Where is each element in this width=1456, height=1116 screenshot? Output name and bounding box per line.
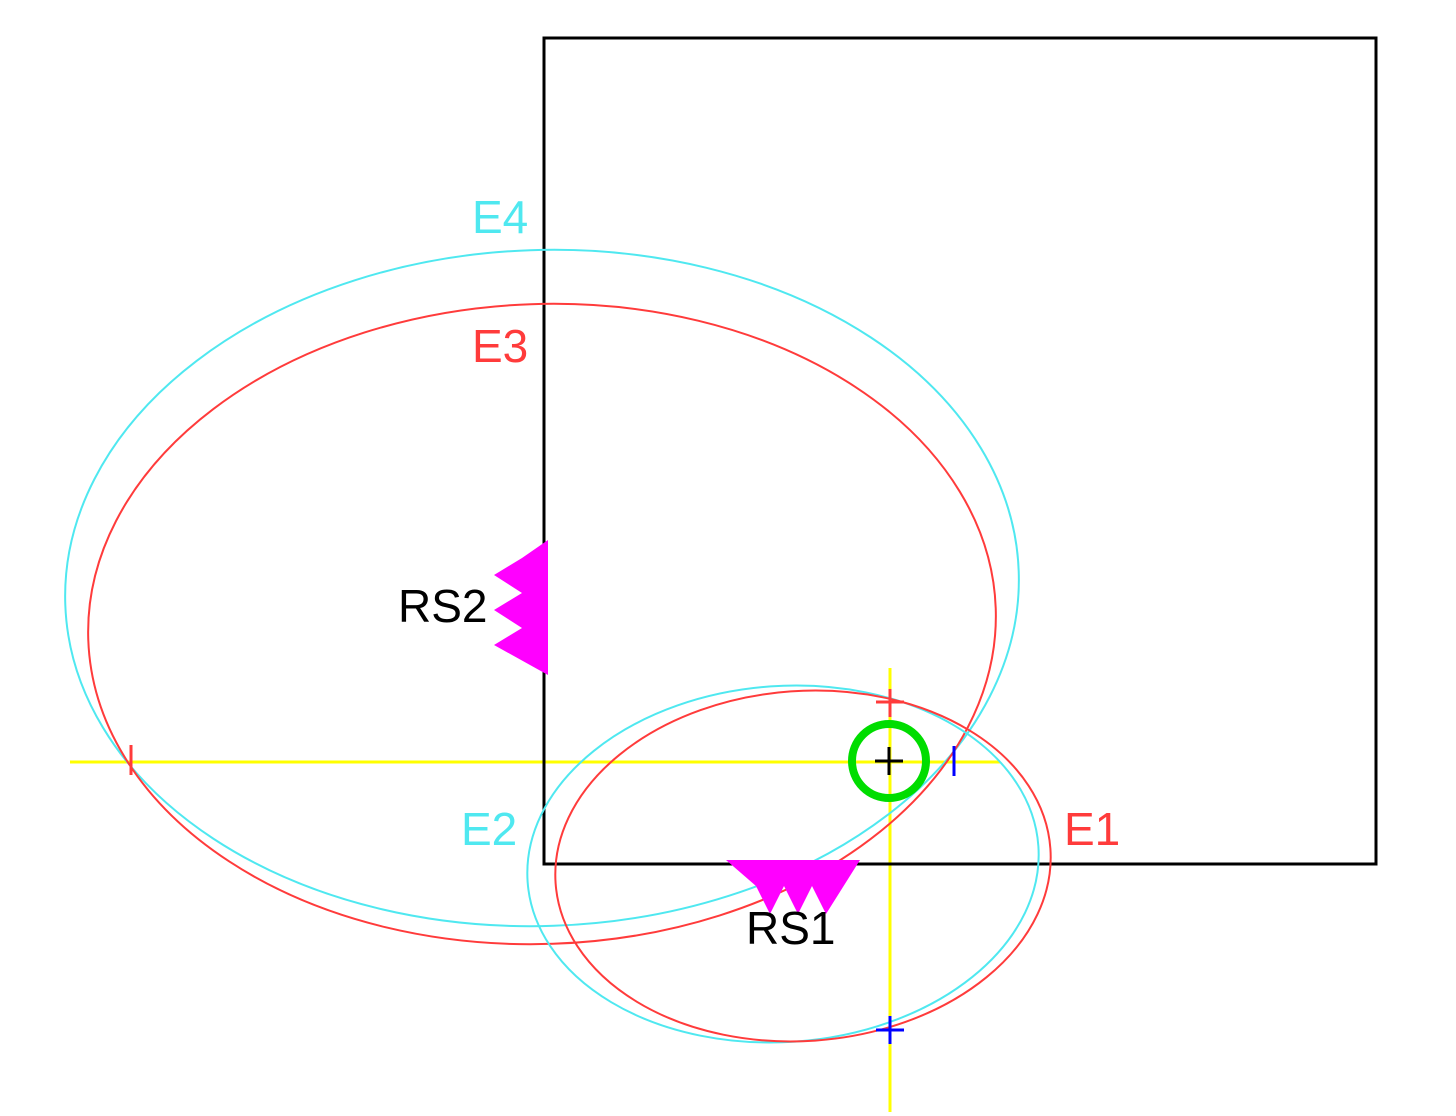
label-e1: E1 xyxy=(1064,803,1120,855)
label-rs1: RS1 xyxy=(746,902,835,954)
target-crosshair xyxy=(875,747,903,775)
red-cross-marker xyxy=(876,689,904,717)
rs1-symbol xyxy=(726,860,860,914)
label-e3: E3 xyxy=(472,320,528,372)
blue-cross-marker xyxy=(876,1016,904,1044)
label-rs2: RS2 xyxy=(398,580,487,632)
target-circle xyxy=(848,720,930,802)
label-e2: E2 xyxy=(461,803,517,855)
label-e4: E4 xyxy=(472,191,528,243)
ellipse-e4 xyxy=(64,248,1020,928)
ellipse-e1 xyxy=(554,689,1052,1043)
ellipse-e3 xyxy=(87,302,997,946)
rs2-symbol xyxy=(494,540,548,675)
